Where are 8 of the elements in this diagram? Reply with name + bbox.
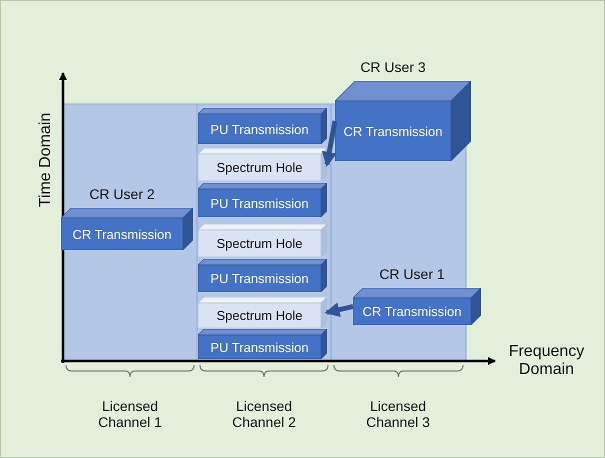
user-label: CR User 3 — [359, 59, 427, 75]
channel-label: Licensed Channel 1 — [97, 398, 163, 430]
axis-title: Frequency Domain — [508, 343, 586, 379]
axis-title: Time Domain — [37, 112, 55, 210]
arrow — [324, 302, 354, 317]
channel-label: Licensed Channel 3 — [365, 398, 431, 430]
user-label: CR User 1 — [378, 266, 446, 282]
channel-label: Licensed Channel 2 — [231, 398, 297, 430]
